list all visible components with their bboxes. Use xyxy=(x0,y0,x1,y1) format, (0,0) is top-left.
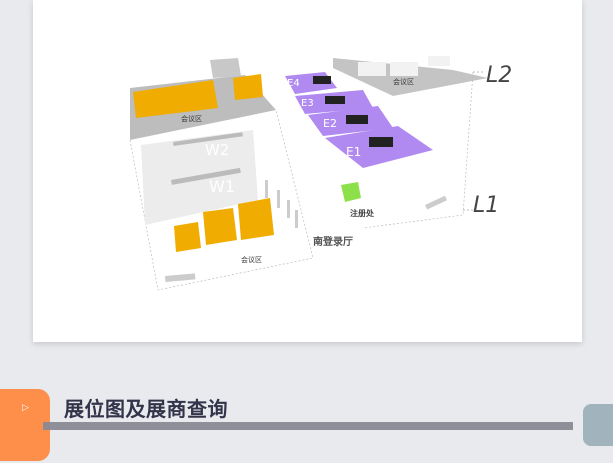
east-room xyxy=(390,62,418,76)
w1-ledge xyxy=(171,167,241,185)
west-l2-annex xyxy=(210,58,241,78)
south-lobby-label: 南登录厅 xyxy=(313,235,353,248)
play-triangle-icon: ▷ xyxy=(22,403,29,413)
escalator xyxy=(164,273,196,282)
hall-signs xyxy=(313,76,393,147)
west-l2-meeting-label: 会议区 xyxy=(181,114,202,123)
section-tab: ▷ xyxy=(0,389,50,461)
registration-label: 注册处 xyxy=(350,208,375,218)
east-l2-meeting-label: 会议区 xyxy=(393,77,414,86)
level-l1-label: L1 xyxy=(473,193,499,218)
hall-w1-label: W1 xyxy=(209,177,235,196)
east-room xyxy=(428,56,450,66)
l1-booth-group xyxy=(238,198,274,240)
l1-booth-vip xyxy=(174,222,201,252)
level-l2-label: L2 xyxy=(486,63,512,88)
hall-w2-label: W2 xyxy=(205,141,229,159)
w2-ledge xyxy=(172,132,243,146)
west-booth-large xyxy=(133,80,218,118)
floor-map-diagram[interactable]: 会议区 W2 W1 会议区 南登录厅 会议区 E4 E3 E2 E1 注册处 L… xyxy=(33,0,582,342)
section-divider xyxy=(43,422,573,430)
west-booth-small xyxy=(233,74,263,100)
east-room xyxy=(358,62,386,76)
hall-e1-label: E1 xyxy=(346,145,361,159)
escalator xyxy=(425,195,448,210)
registration-desk xyxy=(341,182,361,202)
l1-booth-mid xyxy=(203,208,237,245)
hall-e3-label: E3 xyxy=(301,98,314,109)
floor-map-card: 会议区 W2 W1 会议区 南登录厅 会议区 E4 E3 E2 E1 注册处 L… xyxy=(33,0,582,342)
hall-e2-label: E2 xyxy=(323,117,337,130)
section-title: 展位图及展商查询 xyxy=(64,397,228,421)
west-l1-meeting-label: 会议区 xyxy=(241,255,262,264)
west-outline xyxy=(129,109,314,291)
hall-e4-label: E4 xyxy=(287,78,300,89)
next-section-tab[interactable] xyxy=(583,404,613,446)
pillars xyxy=(265,180,298,228)
